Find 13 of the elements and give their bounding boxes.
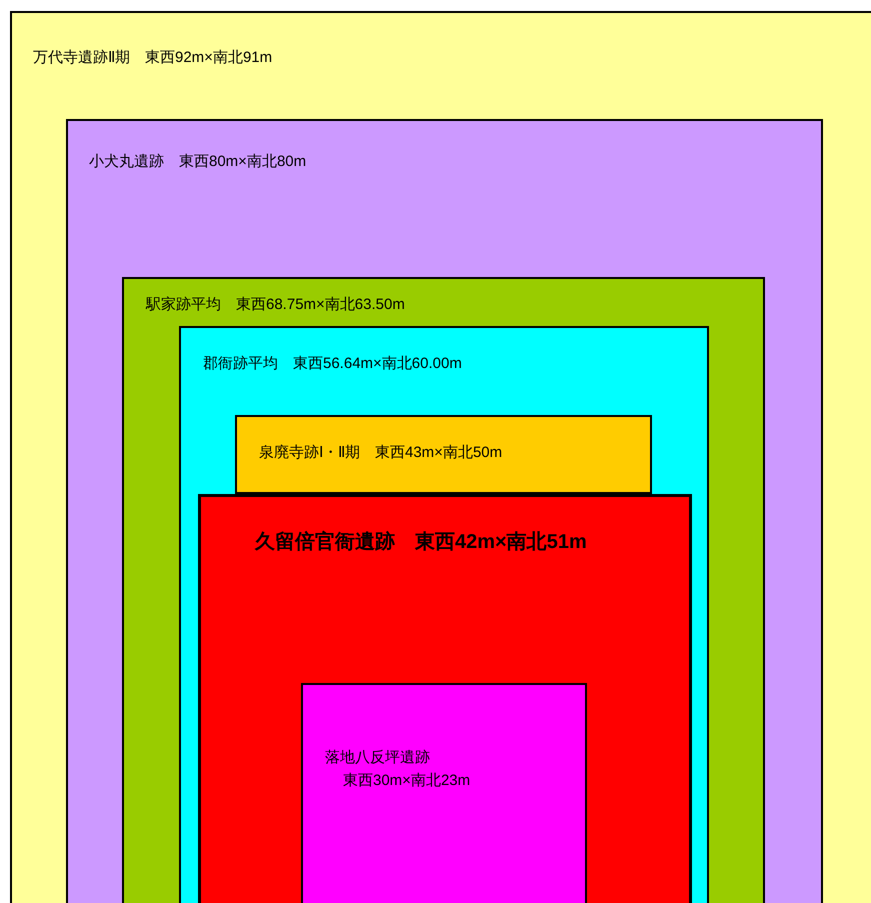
area-label: 駅家跡平均 東西68.75m×南北63.50m [146, 295, 405, 315]
area-label: 落地八反坪遺跡 [325, 748, 431, 768]
area-rectangle [10, 11, 871, 903]
area-label: 小犬丸遺跡 東西80m×南北80m [89, 152, 306, 172]
area-label: 泉廃寺跡Ⅰ・Ⅱ期 東西43m×南北50m [259, 443, 502, 463]
area-rectangle [66, 119, 823, 903]
area-label: 東西30m×南北23m [342, 770, 470, 790]
area-rectangle [122, 277, 765, 903]
area-rectangle [179, 326, 709, 903]
area-label: 万代寺遺跡Ⅱ期 東西92m×南北91m [33, 48, 272, 68]
area-rectangle [235, 415, 652, 494]
area-label: 久留倍官衙遺跡 東西42m×南北51m [255, 530, 587, 555]
area-label: 郡衙跡平均 東西56.64m×南北60.00m [203, 354, 462, 374]
